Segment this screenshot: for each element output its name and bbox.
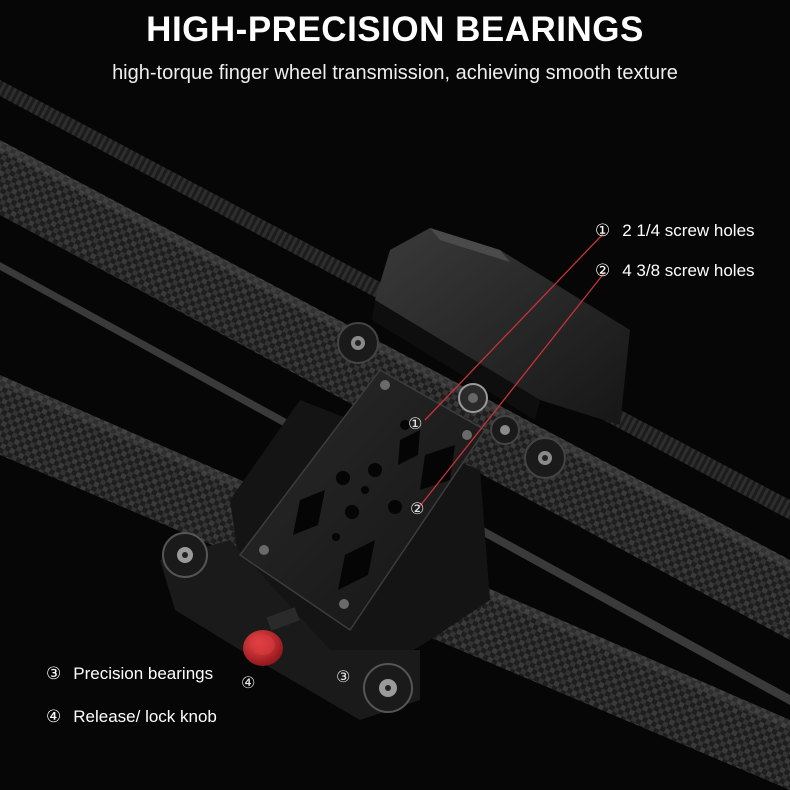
marker-3: ③ (336, 669, 351, 686)
legend-item-screw-holes-three-eighths: ② 4 3/8 screw holes (595, 261, 755, 281)
legend-item-screw-holes-quarter: ① 2 1/4 screw holes (595, 221, 755, 241)
marker-1: ① (408, 416, 423, 433)
legend-number: ③ (46, 664, 62, 683)
motor-housing (372, 228, 630, 425)
page-title: HIGH-PRECISION BEARINGS (146, 10, 644, 49)
legend-label: Release/ lock knob (73, 707, 217, 726)
marker-4: ④ (241, 675, 256, 692)
legend-item-precision-bearings: ③ Precision bearings (46, 664, 213, 684)
leader-lines (419, 233, 606, 507)
bearing-upper-left (337, 322, 379, 364)
bearing-lower-left (162, 532, 208, 578)
legend-number: ② (595, 261, 611, 280)
legend-label: 2 1/4 screw holes (622, 221, 755, 240)
pulley-gear (458, 383, 488, 413)
mounting-plate (238, 369, 487, 632)
legend-label: 4 3/8 screw holes (622, 261, 755, 280)
bearing-lower-right (363, 663, 413, 713)
legend-number: ① (595, 221, 611, 240)
bearing-upper-right (524, 437, 566, 479)
legend-number: ④ (46, 707, 62, 726)
release-lock-knob (243, 607, 300, 666)
page-subtitle: high-torque finger wheel transmission, a… (112, 62, 678, 84)
bearing-mid (490, 415, 520, 445)
marker-2: ② (410, 501, 425, 518)
legend-item-release-lock-knob: ④ Release/ lock knob (46, 707, 217, 727)
legend-label: Precision bearings (73, 664, 214, 683)
